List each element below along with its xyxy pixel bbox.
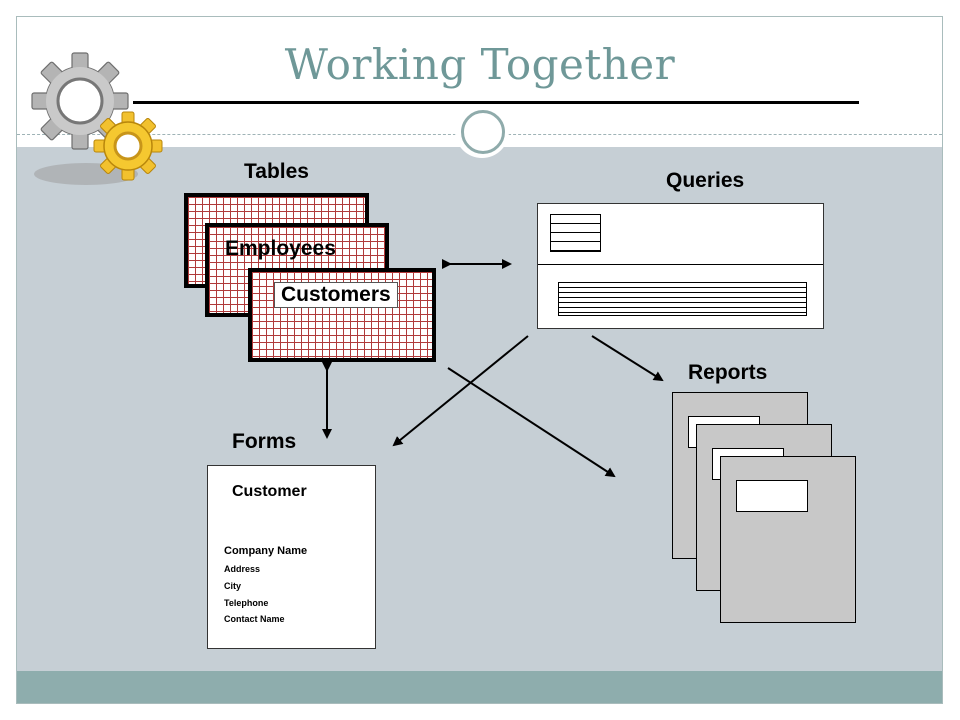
- query-design-grid: [558, 282, 807, 316]
- table-card-label: Employees: [225, 237, 336, 260]
- queries-heading: Queries: [666, 169, 745, 192]
- arrow-queries-forms: [392, 335, 529, 447]
- slide-title: Working Together: [284, 40, 676, 89]
- reports-heading: Reports: [688, 361, 768, 384]
- title-underline: [133, 101, 859, 104]
- query-field-list: [550, 214, 601, 252]
- form-field-label: Address: [224, 564, 261, 574]
- gears-icon: [31, 52, 163, 185]
- form-field-label: Company Name: [224, 545, 308, 557]
- circle-ring-icon: [455, 104, 509, 158]
- arrow-queries-reports: [591, 335, 664, 382]
- form-field-label: Telephone: [224, 598, 269, 608]
- form-title: Customer: [232, 483, 307, 500]
- query-pane-divider: [538, 264, 823, 265]
- form-field-label: City: [224, 581, 242, 591]
- report-page-front: [720, 456, 856, 623]
- forms-heading: Forms: [232, 430, 297, 453]
- form-window: Customer Company Name Address City Telep…: [207, 465, 376, 649]
- slide-frame: [16, 16, 943, 704]
- table-card-label: Customers: [274, 282, 398, 308]
- arrow-tables-reports: [447, 367, 616, 478]
- table-card-customers: Customers: [248, 268, 436, 362]
- footer-band: [17, 671, 942, 703]
- query-window: [537, 203, 824, 329]
- tables-heading: Tables: [244, 160, 309, 183]
- form-field-label: Contact Name: [224, 614, 285, 624]
